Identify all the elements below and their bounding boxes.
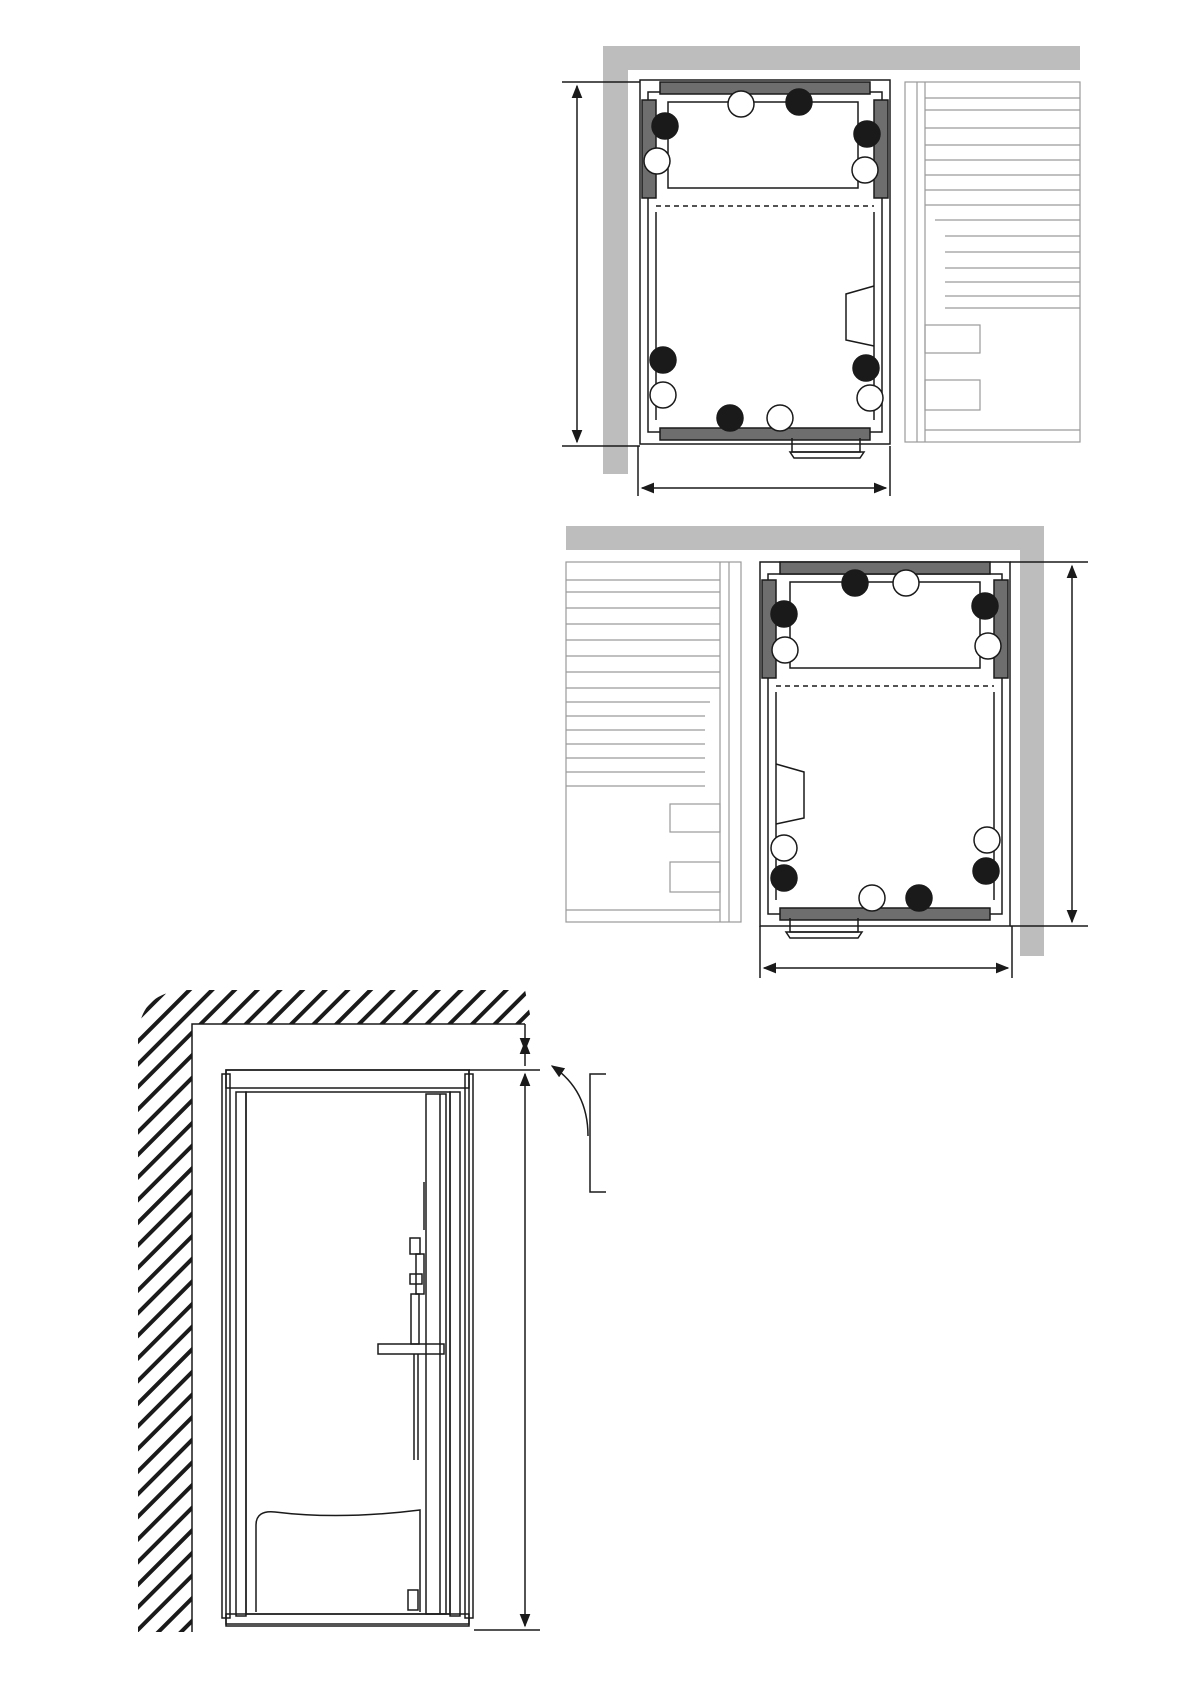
filled-marker-0 — [842, 570, 868, 596]
fixing-markers-top — [644, 89, 883, 431]
front-elevation — [138, 990, 606, 1632]
filled-marker-10 — [717, 405, 743, 431]
filled-marker-9 — [973, 858, 999, 884]
open-marker-4 — [644, 148, 670, 174]
filled-marker-2 — [771, 601, 797, 627]
shower-frame-plan — [640, 80, 890, 458]
filled-marker-2 — [652, 113, 678, 139]
open-marker-10 — [859, 885, 885, 911]
dimension-width-middle — [760, 926, 1012, 978]
filled-marker-7 — [853, 355, 879, 381]
adjacent-unit-left — [566, 562, 741, 922]
filled-marker-6 — [650, 347, 676, 373]
dimension-height-top — [562, 82, 640, 446]
filled-marker-8 — [771, 865, 797, 891]
shower-cabin-front — [222, 1070, 473, 1626]
filled-marker-1 — [786, 89, 812, 115]
filled-marker-3 — [854, 121, 880, 147]
dimension-width-top — [638, 446, 890, 496]
open-marker-7 — [974, 827, 1000, 853]
open-marker-8 — [650, 382, 676, 408]
filled-marker-11 — [906, 885, 932, 911]
open-marker-4 — [772, 637, 798, 663]
open-marker-5 — [852, 157, 878, 183]
open-marker-9 — [857, 385, 883, 411]
shower-frame-plan-middle — [760, 562, 1010, 938]
plan-view-middle — [566, 526, 1088, 978]
adjacent-unit — [905, 82, 1080, 442]
wall-corner-right — [566, 526, 1044, 956]
fixing-markers-middle — [771, 570, 1001, 911]
dimension-height-front — [469, 1070, 540, 1630]
note-bracket — [590, 1074, 606, 1192]
curved-arrow-icon — [552, 1066, 588, 1136]
open-marker-11 — [767, 405, 793, 431]
open-marker-0 — [728, 91, 754, 117]
plan-view-top — [562, 46, 1080, 496]
open-marker-5 — [975, 633, 1001, 659]
open-marker-6 — [771, 835, 797, 861]
open-marker-1 — [893, 570, 919, 596]
filled-marker-3 — [972, 593, 998, 619]
